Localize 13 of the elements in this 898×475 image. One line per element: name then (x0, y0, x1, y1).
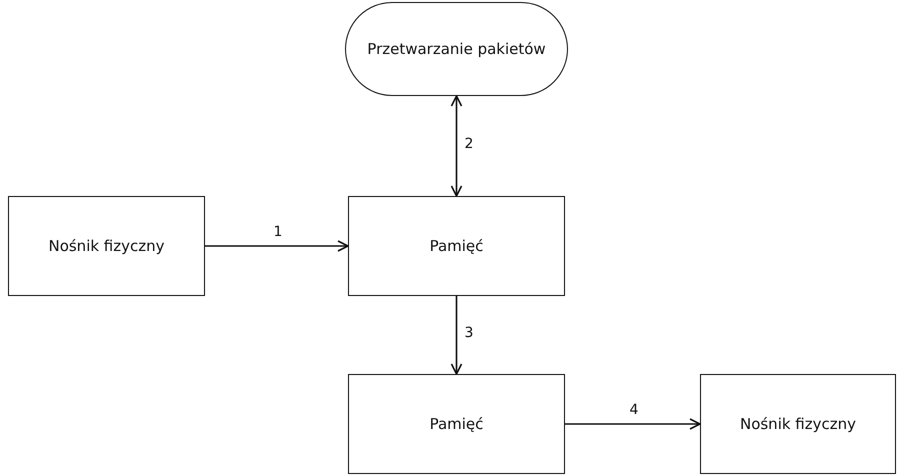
arrow (565, 418, 701, 430)
node-label: Nośnik fizyczny (738, 414, 858, 435)
process-box (348, 196, 565, 296)
arrow (450, 95, 462, 197)
process-box (700, 374, 896, 474)
process-box (348, 374, 565, 474)
arrow (205, 240, 349, 252)
process-box (8, 196, 205, 296)
arrow (450, 296, 462, 375)
node-label: Pamięć (428, 414, 484, 435)
node-label: Przetwarzanie pakietów (366, 39, 547, 60)
node-label: Pamięć (428, 236, 484, 257)
node-label: Nośnik fizyczny (47, 236, 166, 257)
